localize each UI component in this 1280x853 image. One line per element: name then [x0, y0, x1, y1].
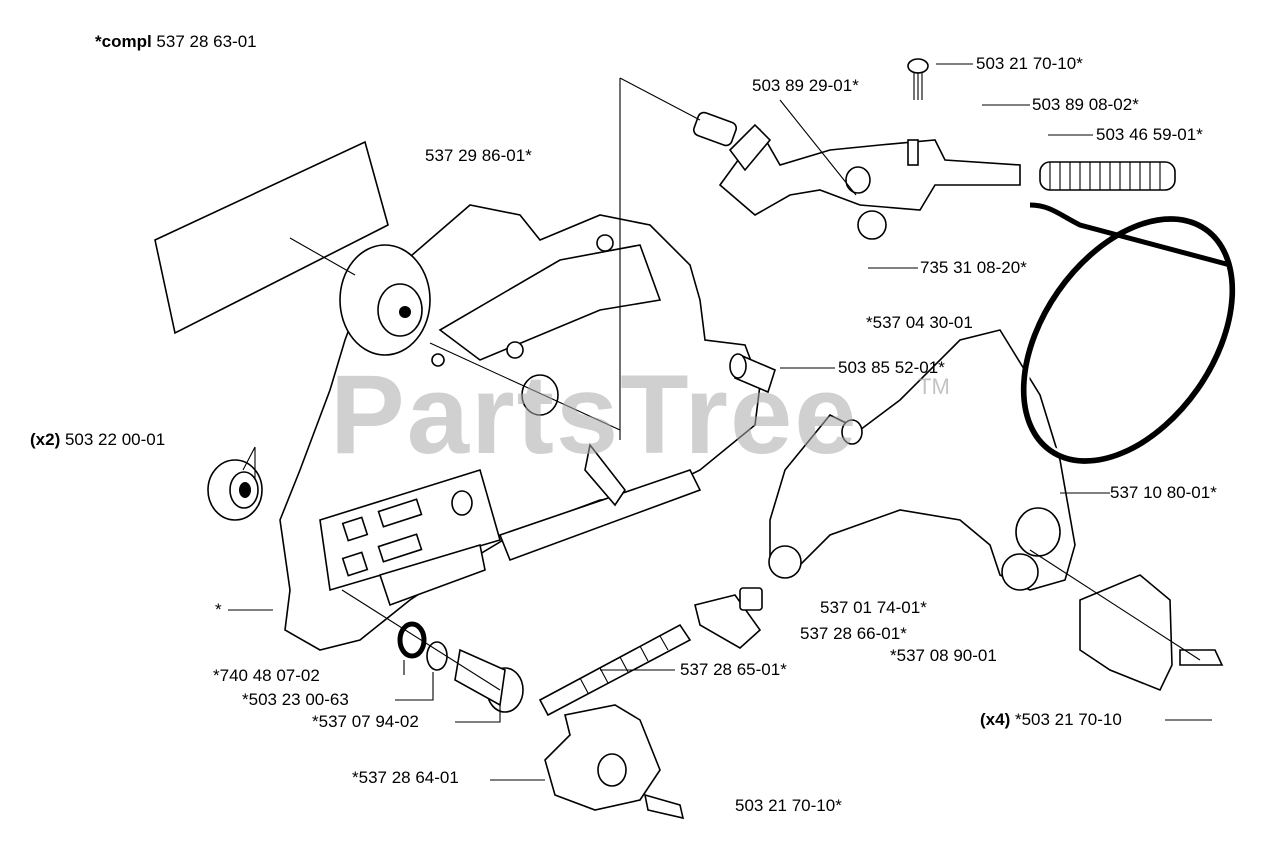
washer-part [207, 459, 263, 521]
label-537-29-86: 537 29 86-01* [425, 146, 532, 165]
lower-block [544, 704, 661, 811]
tensioner-gear [454, 648, 524, 713]
label-503-23-00: *503 23 00-63 [242, 690, 349, 709]
label-537-08-90: *537 08 90-01 [890, 646, 997, 665]
label-740-48-07: *740 48 07-02 [213, 666, 320, 685]
cover-block-right [1079, 574, 1224, 692]
screw-top [907, 58, 929, 100]
sleeve-part [729, 353, 776, 394]
watermark: PartsTree [330, 352, 859, 477]
label-537-28-64: *537 28 64-01 [352, 768, 459, 787]
screw-bottom [643, 793, 685, 820]
label-x4: (x4) *503 21 70-10 [980, 710, 1122, 730]
label-x2: (x2) 503 22 00-01 [30, 430, 165, 450]
label-735-31-08: 735 31 08-20* [920, 258, 1027, 277]
brake-lever [718, 123, 1021, 240]
label-503-89-29: 503 89 29-01* [752, 76, 859, 95]
label-537-04-30: *537 04 30-01 [866, 313, 973, 332]
label-compl: *compl 537 28 63-01 [95, 32, 257, 52]
leader-lines [228, 63, 1212, 781]
label-503-21-70-top: 503 21 70-10* [976, 54, 1083, 73]
brake-band [1020, 202, 1236, 464]
label-compl-number: 537 28 63-01 [156, 32, 257, 51]
label-x4-prefix: (x4) [980, 710, 1011, 729]
pin-part [692, 111, 738, 147]
label-503-22-00: 503 22 00-01 [64, 430, 166, 449]
watermark-trademark: TM [918, 374, 950, 399]
label-503-85-52: 503 85 52-01* [838, 358, 945, 377]
label-503-21-70-x4: *503 21 70-10 [1014, 710, 1122, 729]
label-537-28-66: 537 28 66-01* [800, 624, 907, 643]
sticker-plate [154, 140, 389, 335]
tensioner-nut [694, 587, 763, 649]
label-537-07-94: *537 07 94-02 [312, 712, 419, 731]
label-503-89-08: 503 89 08-02* [1032, 95, 1139, 114]
spring-part [1039, 161, 1176, 191]
label-537-10-80: 537 10 80-01* [1110, 483, 1217, 502]
label-537-01-74: 537 01 74-01* [820, 598, 927, 617]
clutch-cover-body [279, 204, 761, 651]
bar-guard [768, 329, 1076, 591]
label-537-28-65: 537 28 65-01* [680, 660, 787, 679]
label-503-21-70-bottom: 503 21 70-10* [735, 796, 842, 815]
label-asterisk: * [215, 600, 222, 619]
label-503-46-59: 503 46 59-01* [1096, 125, 1203, 144]
label-x2-prefix: (x2) [30, 430, 61, 449]
label-compl-prefix: *compl [95, 32, 152, 51]
